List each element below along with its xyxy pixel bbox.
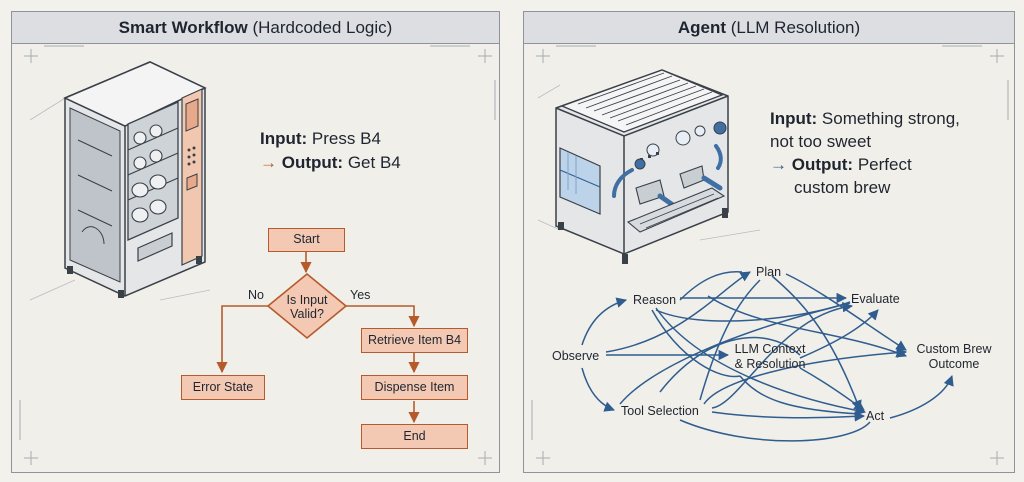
node-tool-selection: Tool Selection bbox=[621, 404, 699, 418]
workflow-input-label: Input: bbox=[260, 129, 308, 148]
workflow-input-value: Press B4 bbox=[307, 129, 381, 148]
flow-start-box: Start bbox=[268, 228, 345, 252]
workflow-output: → Output: Get B4 bbox=[260, 151, 401, 174]
flow-dispense-box: Dispense Item bbox=[361, 375, 468, 400]
node-evaluate: Evaluate bbox=[851, 292, 900, 306]
node-plan: Plan bbox=[756, 265, 782, 279]
agent-input-line-2: not too sweet bbox=[770, 132, 872, 151]
vending-machine-illustration bbox=[29, 61, 211, 301]
agent-panel: Agent (LLM Resolution) bbox=[523, 11, 1015, 473]
flow-end-box: End bbox=[361, 424, 468, 449]
flowchart bbox=[216, 252, 420, 424]
no-label: No bbox=[248, 288, 264, 302]
node-custom-line-1: Custom Brew bbox=[916, 342, 992, 356]
smart-workflow-title-rest: (Hardcoded Logic) bbox=[247, 18, 393, 37]
decision-diamond bbox=[266, 272, 348, 340]
agent-title: Agent (LLM Resolution) bbox=[524, 12, 1014, 44]
flow-yes-branch bbox=[346, 305, 420, 328]
agent-title-bold: Agent bbox=[677, 18, 726, 37]
agent-output-line-1: Perfect bbox=[853, 155, 912, 174]
workflow-output-label: Output: bbox=[281, 153, 344, 172]
flow-error-box: Error State bbox=[181, 375, 265, 400]
node-observe: Observe bbox=[552, 349, 600, 363]
node-custom-brew: Custom Brew Outcome bbox=[910, 342, 998, 372]
agent-input-label: Input: bbox=[770, 109, 818, 128]
agent-network-connections bbox=[581, 271, 954, 442]
agent-title-rest: (LLM Resolution) bbox=[726, 18, 861, 37]
crop-marks bbox=[19, 45, 1009, 465]
agent-input-line-1: Something strong, bbox=[817, 109, 960, 128]
node-custom-line-2: Outcome bbox=[928, 357, 980, 371]
agent-output: → Output: Perfect custom brew bbox=[770, 153, 912, 199]
node-llm-line-2: & Resolution bbox=[734, 357, 806, 371]
espresso-machine-illustration bbox=[537, 69, 761, 264]
decision-line-1: Is Input bbox=[286, 293, 328, 307]
smart-workflow-title-bold: Smart Workflow bbox=[118, 18, 248, 37]
node-llm-context: LLM Context & Resolution bbox=[730, 342, 810, 372]
node-reason: Reason bbox=[633, 293, 677, 307]
agent-output-arrow-icon: → bbox=[770, 155, 787, 174]
flow-retrieve-box: Retrieve Item B4 bbox=[361, 328, 468, 353]
workflow-input: Input: Press B4 bbox=[260, 127, 381, 150]
node-act: Act bbox=[866, 409, 885, 423]
flow-no-branch bbox=[216, 305, 268, 374]
workflow-output-value: Get B4 bbox=[343, 153, 401, 172]
agent-output-line-2: custom brew bbox=[794, 178, 891, 197]
output-arrow-icon: → bbox=[260, 153, 277, 172]
decision-label: Is Input Valid? bbox=[285, 293, 329, 321]
agent-output-label: Output: bbox=[791, 155, 854, 174]
agent-input: Input: Something strong, not too sweet bbox=[770, 107, 960, 153]
node-llm-line-1: LLM Context bbox=[734, 342, 806, 356]
smart-workflow-title: Smart Workflow (Hardcoded Logic) bbox=[12, 12, 499, 44]
yes-label: Yes bbox=[350, 288, 371, 302]
decision-line-2: Valid? bbox=[290, 307, 324, 321]
